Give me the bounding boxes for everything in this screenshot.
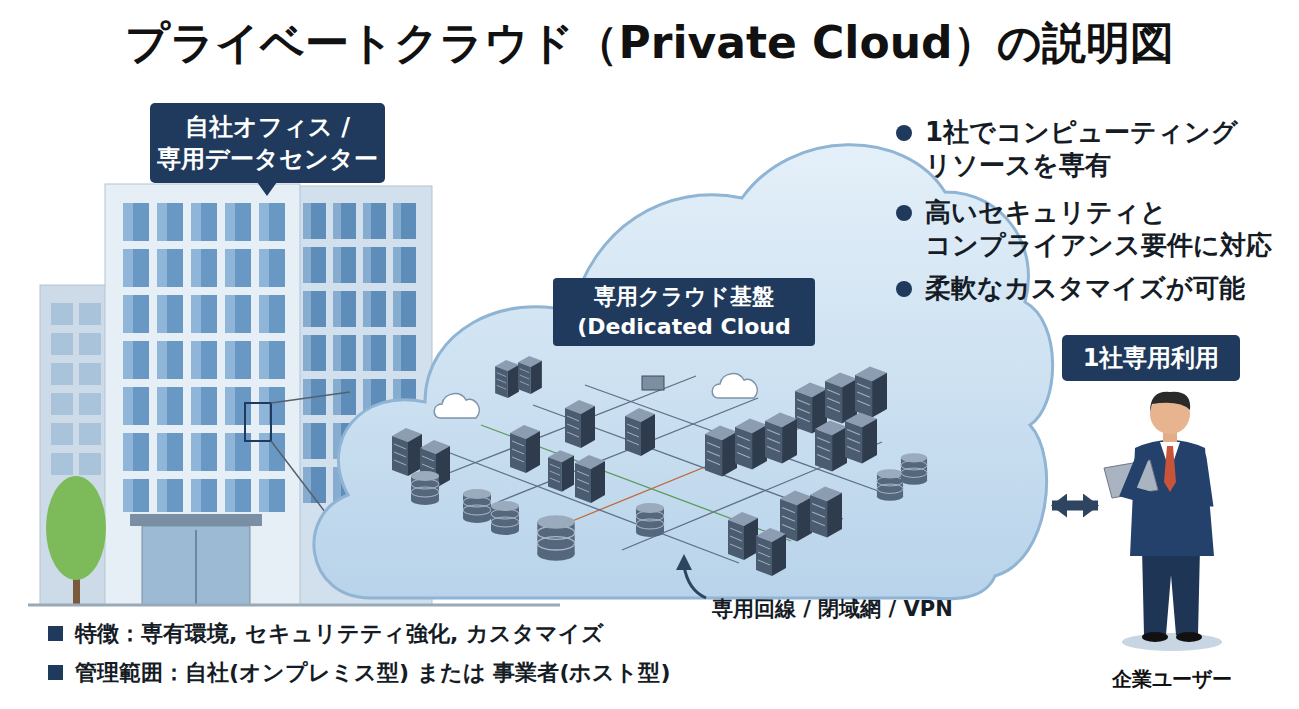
building-tower (105, 184, 300, 605)
server-rack (510, 425, 540, 473)
server-rack (825, 372, 857, 423)
figure-tie (1164, 446, 1176, 492)
storage-disk (636, 503, 664, 537)
server-rack (518, 356, 542, 394)
user-figure (1104, 392, 1222, 651)
server-rack (495, 360, 519, 398)
zoom-line (271, 392, 350, 403)
figure-hair (1150, 392, 1190, 412)
diagram-title: プライベートクラウド（Private Cloud）の説明図 (0, 14, 1299, 73)
annotation-text: 特徴：専有環境, セキュリテティ強化, カスタマイズ (75, 621, 604, 646)
mini-cloud (434, 394, 479, 418)
figure-shoe (1142, 632, 1168, 642)
site-text: 自社オフィス / 専用データセンター (157, 111, 378, 175)
server-rack (728, 512, 758, 560)
annotation: 柔軟なカスタマイズが可能 (925, 272, 1275, 305)
server-cluster (392, 356, 927, 576)
mini-cloud (712, 374, 757, 398)
annotation: 1社でコンピューティング リソースを専有 (925, 116, 1275, 182)
entrance (142, 526, 250, 605)
annotation-text: 専用回線 / 閉域網 / VPN (712, 597, 953, 621)
storage-disk (877, 469, 903, 501)
storage-disk (901, 453, 927, 485)
tree-foliage (46, 476, 106, 580)
figure-arm (1128, 458, 1150, 498)
server-rack (548, 450, 574, 492)
storage-disk (537, 515, 574, 560)
server-rack (810, 486, 842, 537)
enterprise-user: 企業ユーザー (1098, 388, 1245, 693)
window-grid (120, 200, 290, 512)
annotation-text: 管理範囲：自社(オンプレミス型) または 事業者(ホスト型) (75, 660, 671, 685)
server-rack (845, 412, 877, 463)
figure-arm (1160, 458, 1206, 500)
annotation: 高いセキュリティと コンプライアンス要件に対応 (925, 196, 1275, 262)
storage-disk (463, 489, 491, 523)
label-pointer (257, 182, 277, 196)
bullet-dot (896, 125, 912, 141)
bullet-dot (896, 281, 912, 297)
pointer-head (676, 554, 692, 570)
site-label: 自社オフィス / 専用データセンター (150, 103, 385, 183)
server-rack (855, 366, 887, 417)
server-rack (392, 428, 422, 476)
window-grid (48, 300, 104, 480)
double-arrow (1052, 501, 1098, 511)
server-rack (815, 420, 847, 471)
pointer-arrow (684, 566, 706, 598)
annotation-text: 1社でコンピューティング リソースを専有 (925, 117, 1238, 180)
user-label: 企業ユーザー (1098, 666, 1245, 693)
annotation-text: 高いセキュリティと コンプライアンス要件に対応 (925, 197, 1272, 260)
server-rack (625, 408, 655, 456)
annotation: 管理範囲：自社(オンプレミス型) または 事業者(ホスト型) (75, 659, 835, 687)
annotation-text: 柔軟なカスタマイズが可能 (925, 273, 1245, 303)
server-rack (735, 418, 767, 469)
network-switch (642, 376, 664, 390)
storage-disk (491, 501, 519, 535)
usage-label: 1社専用利用 (1062, 335, 1240, 381)
entrance-canopy (130, 514, 262, 526)
server-rack (575, 455, 605, 503)
side-building (40, 285, 112, 605)
figure-base (1122, 633, 1222, 651)
figure-legs (1142, 548, 1200, 635)
server-rack (705, 425, 737, 476)
ground-line (28, 604, 560, 607)
figure-shoe (1176, 632, 1202, 642)
door-line (195, 530, 197, 605)
server-rack (765, 412, 797, 463)
cloud-label: 専用クラウド基盤 (Dedicated Cloud (553, 278, 815, 346)
storage-disk (411, 471, 439, 505)
annotation: 特徴：専有環境, セキュリテティ強化, カスタマイズ (75, 620, 835, 648)
server-rack (565, 400, 595, 448)
bullet-square (48, 626, 63, 641)
bullet-dot (896, 205, 912, 221)
server-rack (756, 528, 786, 576)
annotation: 専用回線 / 閉域網 / VPN (712, 595, 1032, 623)
highlight-window (245, 403, 271, 441)
usage-text: 1社専用利用 (1083, 342, 1220, 374)
bullet-square (48, 665, 63, 680)
